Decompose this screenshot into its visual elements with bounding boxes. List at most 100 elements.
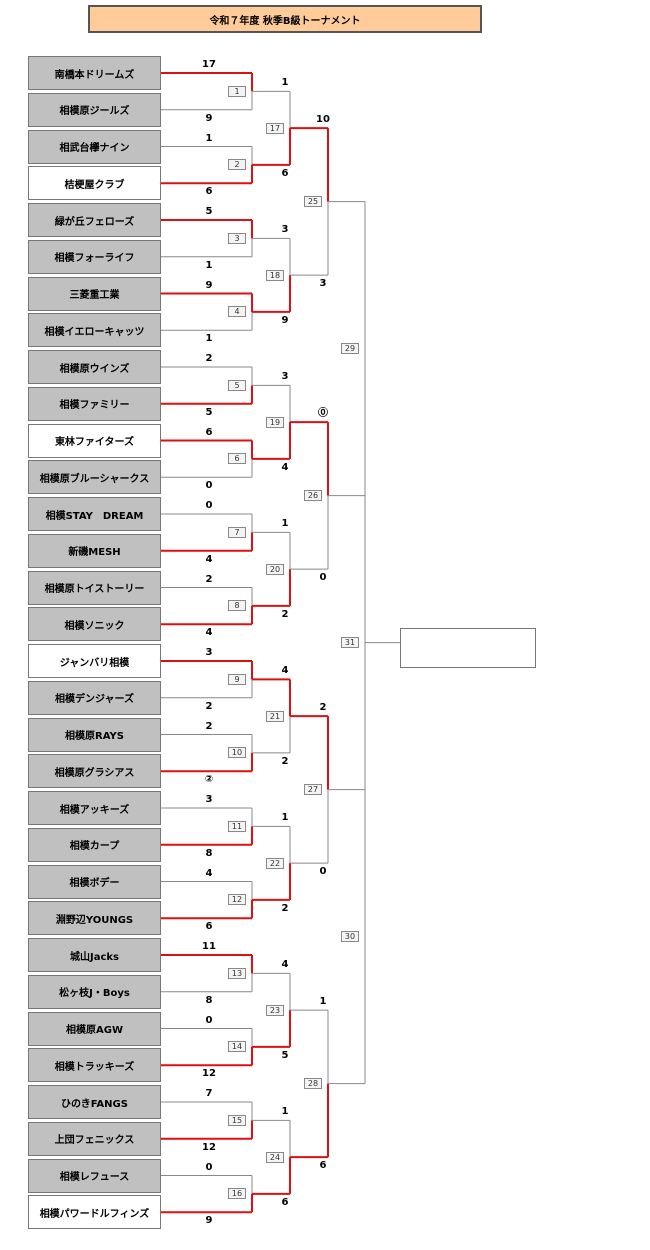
score-top: 3 xyxy=(281,224,289,236)
team-box: 三菱重工業 xyxy=(28,276,161,311)
team-box: 相模原RAYS xyxy=(28,717,161,752)
score-top: ⓪ xyxy=(318,408,328,420)
score-top: 2 xyxy=(319,702,327,714)
match-number: 3 xyxy=(228,232,246,244)
match-number: 10 xyxy=(228,747,246,759)
score-bottom: 12 xyxy=(202,1141,216,1153)
team-box: 相模ファミリー xyxy=(28,386,161,421)
match-number: 5 xyxy=(228,379,246,391)
score-top: 1 xyxy=(281,518,289,530)
team-box: 相模原ウインズ xyxy=(28,350,161,384)
match-number: 29 xyxy=(341,343,359,355)
score-bottom: 9 xyxy=(281,314,289,326)
match-number: 7 xyxy=(228,526,246,538)
team-box: 相模イエローキャッツ xyxy=(28,313,161,348)
score-bottom: 0 xyxy=(319,866,327,878)
score-bottom: 1 xyxy=(205,259,213,271)
team-box: 桔梗屋クラブ xyxy=(28,166,161,201)
score-top: 5 xyxy=(205,206,213,217)
score-top: 4 xyxy=(281,665,289,677)
score-bottom: 8 xyxy=(205,847,213,859)
score-top: 1 xyxy=(281,812,289,824)
team-box: 淵野辺YOUNGS xyxy=(28,901,161,936)
team-box: 上団フェニックス xyxy=(28,1121,161,1156)
score-top: 2 xyxy=(205,353,213,364)
score-bottom: 2 xyxy=(205,700,213,712)
team-box: 相模カープ xyxy=(28,827,161,862)
score-top: 0 xyxy=(205,500,213,511)
match-number: 9 xyxy=(228,673,246,685)
match-number: 17 xyxy=(266,122,284,134)
match-number: 13 xyxy=(228,967,246,979)
score-top: 1 xyxy=(281,1106,289,1118)
team-box: 城山Jacks xyxy=(28,938,161,972)
team-box: 相模デンジャーズ xyxy=(28,680,161,715)
score-top: 3 xyxy=(281,371,289,383)
score-bottom: 9 xyxy=(205,1215,213,1227)
score-top: 4 xyxy=(281,959,289,971)
score-bottom: 4 xyxy=(281,461,289,473)
team-box: 相模原グラシアス xyxy=(28,754,161,789)
match-number: 19 xyxy=(266,416,284,428)
score-bottom: 6 xyxy=(281,1196,289,1208)
score-bottom: 4 xyxy=(205,553,213,565)
score-bottom: 6 xyxy=(319,1160,327,1172)
score-bottom: 12 xyxy=(202,1068,216,1080)
match-number: 14 xyxy=(228,1041,246,1053)
team-box: 相模原ジールズ xyxy=(28,92,161,127)
score-bottom: 6 xyxy=(205,186,213,198)
champion-box xyxy=(400,628,536,668)
score-top: 9 xyxy=(205,279,213,291)
score-bottom: ② xyxy=(204,774,214,786)
match-number: 12 xyxy=(228,894,246,906)
page-title: 令和７年度 秋季B級トーナメント xyxy=(88,5,482,33)
score-top: 10 xyxy=(316,114,330,126)
score-top: 0 xyxy=(205,1161,213,1173)
match-number: 16 xyxy=(228,1188,246,1200)
score-bottom: 2 xyxy=(281,608,289,620)
team-box: 南橋本ドリームズ xyxy=(28,56,161,90)
score-top: 17 xyxy=(202,59,216,70)
score-bottom: 5 xyxy=(281,1049,289,1061)
team-box: 緑が丘フェローズ xyxy=(28,203,161,237)
score-top: 2 xyxy=(205,573,213,585)
score-bottom: 6 xyxy=(281,167,289,179)
score-top: 1 xyxy=(281,77,289,89)
score-bottom: 9 xyxy=(205,112,213,124)
match-number: 26 xyxy=(304,490,322,502)
team-box: 相模アッキーズ xyxy=(28,791,161,825)
team-box: 相模原AGW xyxy=(28,1011,161,1046)
team-box: 松ヶ枝J・Boys xyxy=(28,974,161,1009)
match-number: 11 xyxy=(228,820,246,832)
match-number: 18 xyxy=(266,269,284,281)
score-bottom: 0 xyxy=(319,572,327,584)
match-number: 21 xyxy=(266,710,284,722)
score-top: 6 xyxy=(205,426,213,438)
team-box: 相模STAY DREAM xyxy=(28,497,161,531)
match-number: 25 xyxy=(304,196,322,208)
match-number: 28 xyxy=(304,1078,322,1090)
score-bottom: 5 xyxy=(205,406,213,418)
score-bottom: 2 xyxy=(281,902,289,914)
score-top: 11 xyxy=(202,941,216,952)
match-number: 2 xyxy=(228,159,246,171)
team-box: 東林ファイターズ xyxy=(28,423,161,458)
score-top: 3 xyxy=(205,647,213,658)
score-top: 2 xyxy=(205,720,213,732)
match-number: 30 xyxy=(341,931,359,943)
team-box: 相模原ブルーシャークス xyxy=(28,460,161,495)
score-top: 4 xyxy=(205,867,213,879)
team-box: ひのきFANGS xyxy=(28,1085,161,1119)
match-number: 15 xyxy=(228,1114,246,1126)
match-number: 22 xyxy=(266,857,284,869)
score-top: 7 xyxy=(205,1088,213,1099)
match-number: 20 xyxy=(266,563,284,575)
score-bottom: 3 xyxy=(319,278,327,290)
team-box: 相模レフュース xyxy=(28,1158,161,1193)
team-box: ジャンバリ相模 xyxy=(28,644,161,678)
team-box: 相模原トイストーリー xyxy=(28,570,161,605)
team-box: 相模フォーライフ xyxy=(28,239,161,274)
match-number: 8 xyxy=(228,600,246,612)
team-box: 相武台欅ナイン xyxy=(28,129,161,164)
score-top: 3 xyxy=(205,794,213,805)
